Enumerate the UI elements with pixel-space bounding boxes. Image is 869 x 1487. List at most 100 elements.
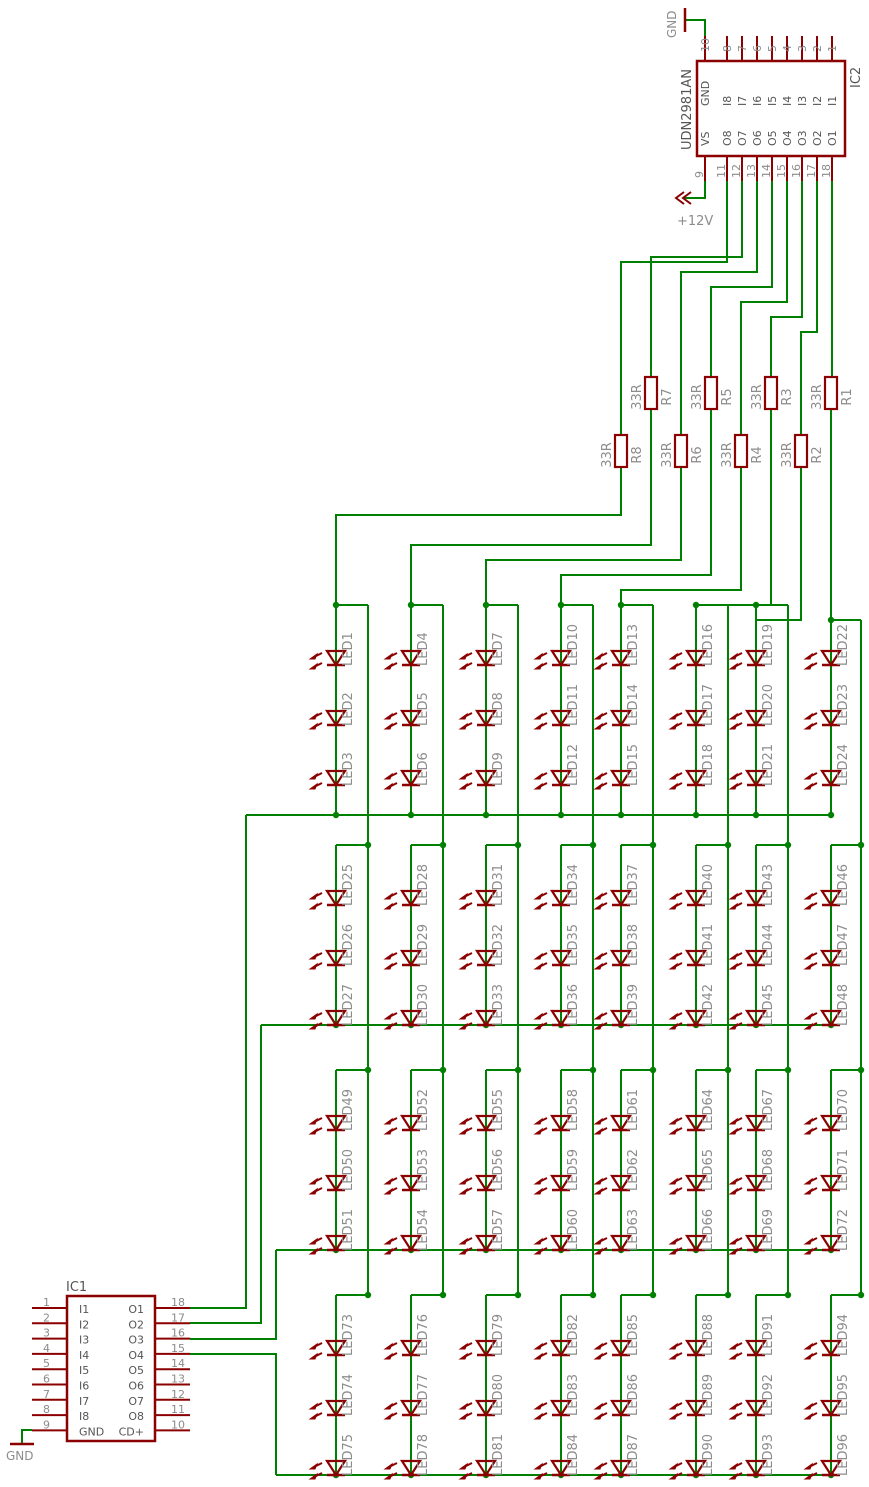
led <box>458 949 498 970</box>
led-arrowhead <box>458 652 469 660</box>
led <box>533 1009 573 1030</box>
led-arrowhead <box>533 952 544 960</box>
led-arrowhead <box>308 1117 319 1125</box>
led-arrowhead <box>458 1352 469 1360</box>
led-arrowhead <box>383 782 394 790</box>
led-arrowhead <box>668 902 679 910</box>
ic1-pin-label: I4 <box>79 1349 89 1362</box>
led <box>383 1459 423 1480</box>
led <box>458 709 498 730</box>
led-body <box>474 709 498 728</box>
led-label: LED83 <box>566 1374 581 1416</box>
ic2-pin-number: 2 <box>811 45 824 52</box>
led <box>533 1114 573 1135</box>
led-body <box>819 949 843 968</box>
led-arrowhead <box>728 772 739 780</box>
ic2-pin-label: O6 <box>751 130 764 146</box>
supply-label: +12V <box>677 214 713 229</box>
led-body <box>744 1114 768 1133</box>
led-label: LED38 <box>626 924 641 966</box>
led-arrowhead <box>383 1462 394 1470</box>
resistor-value: 33R <box>660 442 675 468</box>
ic2-pin-number: 17 <box>805 164 818 178</box>
led <box>458 1459 498 1480</box>
junction-dot <box>784 841 792 849</box>
led-label: LED64 <box>701 1089 716 1131</box>
led-arrowhead <box>668 952 679 960</box>
led-arrowhead <box>533 662 544 670</box>
led-arrowhead <box>458 962 469 970</box>
resistor-name: R7 <box>660 388 675 405</box>
led-label: LED5 <box>416 692 431 726</box>
led-arrowhead <box>803 1247 814 1255</box>
led-arrowhead <box>803 1187 814 1195</box>
ic1-pin-label: O7 <box>128 1395 144 1408</box>
ic1-pin-label: I6 <box>79 1380 89 1393</box>
led-arrowhead <box>383 902 394 910</box>
led-arrowhead <box>728 1237 739 1245</box>
led-body <box>684 1399 708 1418</box>
ic1-pin-label: I3 <box>79 1334 89 1347</box>
led <box>668 1174 708 1195</box>
ic1-pin-number: 8 <box>43 1403 50 1416</box>
junction-dot <box>649 1066 657 1074</box>
output-to-resistor-wire <box>800 181 818 435</box>
led-label: LED91 <box>761 1314 776 1356</box>
led-body <box>474 889 498 908</box>
output-to-resistor-wire <box>650 181 743 377</box>
led-arrowhead <box>383 712 394 720</box>
led-label: LED46 <box>836 864 851 906</box>
led <box>383 1234 423 1255</box>
led-body <box>399 1459 423 1478</box>
ic2-pin-label: I1 <box>826 96 839 106</box>
led-body <box>549 769 573 788</box>
components <box>10 8 847 1480</box>
led-arrowhead <box>803 1352 814 1360</box>
led-label: LED96 <box>836 1434 851 1476</box>
led <box>383 709 423 730</box>
ic1-name: IC1 <box>66 1280 87 1295</box>
led-label: LED90 <box>701 1434 716 1476</box>
led-arrowhead <box>458 772 469 780</box>
led-label: LED14 <box>626 684 641 726</box>
led-body <box>684 1114 708 1133</box>
ic1-pin-label: GND <box>79 1425 104 1438</box>
led <box>728 1174 768 1195</box>
led-body <box>549 1339 573 1358</box>
led-arrowhead <box>803 722 814 730</box>
led-arrowhead <box>458 892 469 900</box>
led-body <box>609 889 633 908</box>
led-arrowhead <box>593 1352 604 1360</box>
led <box>533 1339 573 1360</box>
led-label: LED2 <box>341 692 356 726</box>
ic2-pin-number: 13 <box>745 164 758 178</box>
led-body <box>609 1174 633 1193</box>
resistor-body <box>673 433 689 469</box>
led <box>803 1114 843 1135</box>
led <box>668 649 708 670</box>
led-label: LED59 <box>566 1149 581 1191</box>
resistor <box>643 375 659 411</box>
junction-dot <box>514 1066 522 1074</box>
led <box>803 1174 843 1195</box>
led <box>458 1174 498 1195</box>
led-body <box>609 1114 633 1133</box>
led-arrowhead <box>668 1012 679 1020</box>
led-arrowhead <box>308 1402 319 1410</box>
led-arrowhead <box>803 652 814 660</box>
ic1-pin-label: I5 <box>79 1364 89 1377</box>
led-arrowhead <box>308 1187 319 1195</box>
led-body <box>399 1234 423 1253</box>
ic1-pin-number: 12 <box>171 1388 185 1401</box>
led-arrowhead <box>803 1022 814 1030</box>
led-label: LED16 <box>701 624 716 666</box>
ic2-udn2981an <box>695 36 847 181</box>
junction-dot <box>364 841 372 849</box>
led <box>593 769 633 790</box>
resistor-value: 33R <box>690 384 705 410</box>
led-body <box>549 889 573 908</box>
ic1-pin-label: I7 <box>79 1395 89 1408</box>
led-arrowhead <box>383 892 394 900</box>
led-label: LED37 <box>626 864 641 906</box>
led-body <box>744 649 768 668</box>
